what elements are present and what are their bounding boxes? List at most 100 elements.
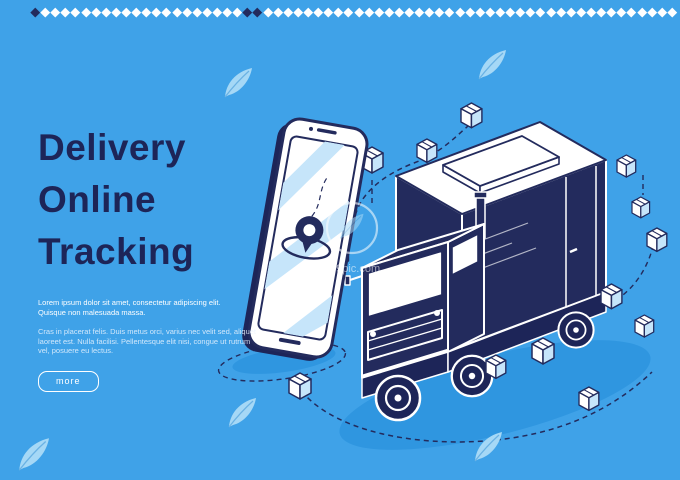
package-cube [531, 337, 555, 365]
diamond-shape [50, 7, 61, 17]
diamond-shape [536, 7, 546, 17]
diamond-shape [263, 7, 273, 17]
dashed-route-bottom [295, 371, 653, 443]
feather-watermark-icon [18, 437, 50, 471]
diamond-shape [71, 7, 81, 17]
feather-watermark-icon [478, 49, 507, 80]
diamond-shape [232, 7, 243, 17]
diamond-shape [364, 7, 374, 17]
package-cube [578, 386, 600, 412]
front-grill [367, 309, 443, 361]
diamond-shape [222, 7, 232, 17]
package-cube [634, 314, 655, 338]
diamond-shape [172, 7, 182, 17]
diamond-shape [384, 7, 394, 17]
package-cube [646, 227, 668, 253]
diamond-shape [40, 7, 50, 17]
diamond-shape [273, 7, 283, 17]
diamond-shape [637, 7, 647, 17]
door-handle [569, 247, 578, 254]
diamond-shape [627, 7, 637, 17]
intro-paragraph: Lorem ipsum dolor sit amet, consectetur … [38, 298, 221, 317]
package-cube [288, 372, 312, 400]
diamond-shape [647, 7, 657, 17]
diamond-shape [495, 7, 505, 17]
diamond-shape [354, 7, 364, 17]
package-cube [485, 354, 507, 380]
diamond-shape [91, 7, 101, 17]
secondary-paragraph: Cras in placerat felis. Duis metus orci,… [38, 327, 257, 355]
feather-watermark-icon [228, 397, 257, 428]
diamond-shape [242, 7, 253, 17]
diamond-shape [333, 7, 344, 17]
headlight [434, 310, 440, 316]
decorative-top-border [30, 6, 677, 18]
smartphone-illustration [242, 117, 369, 361]
diamond-shape [81, 7, 91, 17]
diamond-shape [526, 7, 536, 17]
diamond-shape [192, 7, 202, 17]
feather-watermark-icon [224, 67, 253, 98]
diamond-shape [515, 7, 526, 17]
diamond-shape [435, 7, 445, 17]
truck-wheel [374, 374, 422, 422]
phone-dashed-ring [217, 342, 347, 382]
package-cube [416, 138, 438, 164]
diamond-shape [374, 7, 384, 17]
diamond-shape [616, 7, 627, 17]
diamond-shape [546, 7, 556, 17]
package-cube [616, 154, 637, 178]
diamond-shape [424, 7, 435, 17]
diamond-shape [394, 7, 404, 17]
diamond-shape [445, 7, 455, 17]
diamond-shape [596, 7, 606, 17]
diamond-shape [344, 7, 354, 17]
diamond-shape [60, 7, 71, 17]
diamond-shape [657, 7, 667, 17]
diamond-shape [667, 7, 677, 17]
diamond-shape [293, 7, 303, 17]
windshield [367, 250, 443, 318]
diamond-shape [101, 7, 111, 17]
diamond-shape [212, 7, 222, 17]
diamond-shape [111, 7, 121, 17]
diamond-shape [606, 7, 617, 17]
diamond-shape [182, 7, 192, 17]
truck-wheel [557, 311, 595, 349]
diamond-shape [151, 7, 162, 17]
diamond-shape [131, 7, 141, 17]
diamond-shape [141, 7, 152, 17]
diamond-shape [303, 7, 313, 17]
dashed-route-top [353, 125, 469, 225]
map-pin-icon [295, 216, 324, 253]
diamond-shape [566, 7, 576, 17]
diamond-shape [313, 7, 323, 17]
title-line: Online [38, 179, 157, 220]
phone-home-bar [278, 337, 301, 345]
diamond-shape [404, 7, 414, 17]
hero-section: Delivery Online Tracking Lorem ipsum dol… [38, 122, 258, 392]
package-cube [631, 196, 651, 219]
watermark-text: 699pic.com [324, 263, 380, 275]
diamond-shape [586, 7, 596, 17]
diamond-shape [162, 7, 172, 17]
diamond-shape [253, 7, 263, 17]
diamond-shape [30, 7, 40, 17]
diamond-shape [323, 7, 334, 17]
package-cube [600, 283, 623, 310]
diamond-shape [414, 7, 425, 17]
side-mirror [349, 275, 363, 281]
diamond-shape [465, 7, 475, 17]
truck-ground-shadow [339, 340, 651, 450]
chassis-skirt [447, 291, 607, 373]
diamond-shape [121, 7, 131, 17]
diamond-shape [556, 7, 566, 17]
cargo-lid [442, 135, 560, 187]
diamond-shape [283, 7, 293, 17]
title-line: Delivery [38, 127, 186, 168]
front-bumper [361, 348, 449, 378]
more-button[interactable]: more [38, 370, 99, 392]
diamond-shape [455, 7, 465, 17]
